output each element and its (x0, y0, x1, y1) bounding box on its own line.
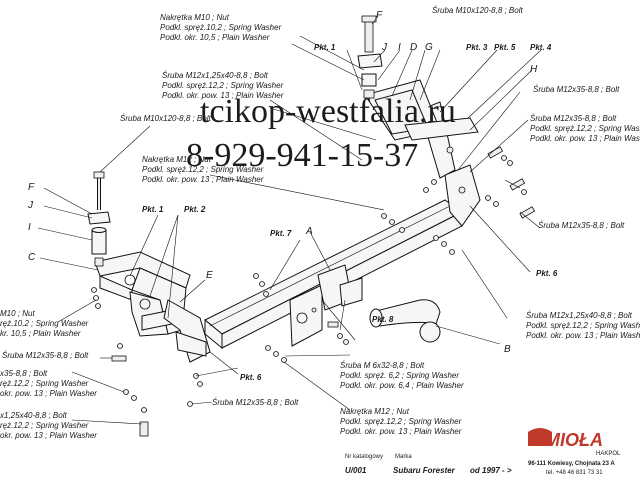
label-m12-125-bolt: Śruba M12x1,25x40-8,8 ; Bolt (162, 71, 269, 80)
label-m6-bolt: Śruba M 6x32-8,8 ; Bolt (340, 361, 425, 370)
pkt-8: Pkt. 8 (372, 315, 394, 324)
letter-d: D (410, 42, 417, 53)
year-value: od 1997 - > (470, 466, 512, 475)
label-left-b1: x35-8,8 ; Bolt (0, 369, 48, 378)
label-left-m10-bolt: Śruba M10x120-8,8 ; Bolt (120, 114, 211, 123)
letter-i-top: I (398, 42, 401, 53)
letter-c: C (28, 252, 36, 263)
leader-lines (37, 15, 542, 425)
label-r-m12x35-3: Śruba M12x35-8,8 ; Bolt (538, 221, 625, 230)
letter-g: G (425, 42, 433, 53)
pkt-6-right: Pkt. 6 (536, 269, 558, 278)
footer: Nr katalogowy U/001 Marka Subaru Foreste… (345, 428, 621, 476)
letter-i-left: I (28, 222, 31, 233)
catalog-value: U/001 (345, 466, 367, 475)
label-bot-spring: Podkl. spręż.12,2 ; Spring Washer (340, 417, 462, 426)
label-left-b3: okr. pow. 13 ; Plain Washer (0, 389, 97, 398)
label-mid-plain: Podkl. okr. pow. 13 ; Plain Washer (142, 175, 264, 184)
phone-text: tel. +48 46 831 73 31 (546, 470, 603, 476)
label-mid-spring: Podkl. spręż.12,2 ; Spring Washer (142, 165, 264, 174)
label-r-m12-125-bolt: Śruba M12x1,25x40-8,8 ; Bolt (526, 311, 633, 320)
label-top-spring-washer: Podkl. spręż.10,2 ; Spring Washer (160, 23, 282, 32)
letter-f-top: F (376, 10, 383, 21)
label-r-plain-1: Podkl. okr. pow. 13 ; Plain Washer (530, 134, 640, 143)
letter-j-top: J (381, 42, 388, 53)
label-m12-125-spring: Podkl. spręż.12,2 ; Spring Washer (162, 81, 284, 90)
label-top-bolt: Śruba M10x120-8,8 ; Bolt (432, 6, 523, 15)
brand-value: Subaru Forester (393, 466, 456, 475)
pkt-2-left: Pkt. 2 (184, 205, 206, 214)
pkt-6-bottom: Pkt. 6 (240, 373, 262, 382)
left-bolt-stack (87, 171, 111, 267)
label-mid-nut: Nakrętka M12 ; Nut (142, 155, 212, 164)
upper-bracket (364, 79, 479, 141)
hitch-plate (289, 264, 363, 347)
label-left-c2: ręż.12,2 ; Spring Washer (0, 421, 89, 430)
imiola-logo-icon: IMIOŁA HAKPOL (528, 428, 621, 457)
label-r-m12x35-1: Śruba M12x35-8,8 ; Bolt (533, 85, 620, 94)
label-r-spring-1: Podkl. spręż.12,2 ; Spring Washer (530, 124, 640, 133)
label-left-bolt: Śruba M12x35-8,8 ; Bolt (2, 351, 89, 360)
pkt-1-top: Pkt. 1 (314, 43, 336, 52)
label-bot-m12x35: Śruba M12x35-8,8 ; Bolt (212, 398, 299, 407)
label-left-spring: ręż.10,2 ; Spring Washer (0, 319, 89, 328)
left-bracket-e (163, 299, 211, 363)
label-m6-plain: Podkl. okr. pow. 6,4 ; Plain Washer (340, 381, 464, 390)
label-r-m12-125-plain: Podkl. okr. pow. 13 ; Plain Washer (526, 331, 640, 340)
watermark: tcikop-westfalia.ru 8-929-941-15-37 (186, 93, 456, 174)
label-left-c3: okr. pow. 13 ; Plain Washer (0, 431, 97, 440)
label-left-plain: kr. 10,5 ; Plain Washer (0, 329, 81, 338)
letter-a: A (305, 226, 313, 237)
pkt-1-left: Pkt. 1 (142, 205, 164, 214)
label-left-nut: M10 ; Nut (0, 309, 35, 318)
logo-sub: HAKPOL (596, 451, 621, 457)
bottom-fasteners (91, 287, 349, 437)
letter-j-left: J (27, 200, 34, 211)
pkt-5: Pkt. 5 (494, 43, 516, 52)
letter-callouts: F J I D G H F J I C E A B (27, 10, 538, 355)
address-text: 96-111 Kowiesy, Chojnata 23 A (528, 461, 615, 467)
label-top-plain-washer: Podkl. okr. 10,5 ; Plain Washer (160, 33, 270, 42)
label-m6-spring: Podkl. spręż. 6,2 ; Spring Washer (340, 371, 459, 380)
brand-label: Marka (395, 454, 412, 460)
label-bot-plain: Podkl. okr. pow. 13 ; Plain Washer (340, 427, 462, 436)
pkt-7: Pkt. 7 (270, 229, 292, 238)
pkt-labels: Pkt. 1 Pkt. 3 Pkt. 5 Pkt. 4 Pkt. 1 Pkt. … (142, 43, 558, 382)
label-bot-nut: Nakrętka M12 ; Nut (340, 407, 410, 416)
label-left-b2: ręż.12,2 ; Spring Washer (0, 379, 89, 388)
label-m12-125-plain: Podkl. okr. pow. 13 ; Plain Washer (162, 91, 284, 100)
pkt-3: Pkt. 3 (466, 43, 488, 52)
letter-b: B (504, 344, 511, 355)
letter-e: E (206, 270, 213, 281)
tow-ball-neck (369, 299, 441, 343)
label-r-m12x35-2: Śruba M12x35-8,8 ; Bolt (530, 114, 617, 123)
label-r-m12-125-spring: Podkl. spręż.12,2 ; Spring Washer (526, 321, 640, 330)
pkt-4: Pkt. 4 (530, 43, 552, 52)
top-bolt-stack (357, 15, 383, 99)
catalog-label: Nr katalogowy (345, 454, 383, 460)
letter-h: H (530, 64, 538, 75)
watermark-url: tcikop-westfalia.ru (200, 93, 456, 130)
watermark-phone: 8-929-941-15-37 (186, 137, 418, 174)
right-fasteners (253, 146, 536, 297)
part-labels: Nakrętka M10 ; Nut Podkl. spręż.10,2 ; S… (0, 6, 640, 440)
letter-f-left: F (28, 182, 35, 193)
logo-text: IMIOŁA (540, 430, 603, 450)
label-top-nut: Nakrętka M10 ; Nut (160, 13, 230, 22)
label-left-c1: x1,25x40-8,8 ; Bolt (0, 411, 67, 420)
